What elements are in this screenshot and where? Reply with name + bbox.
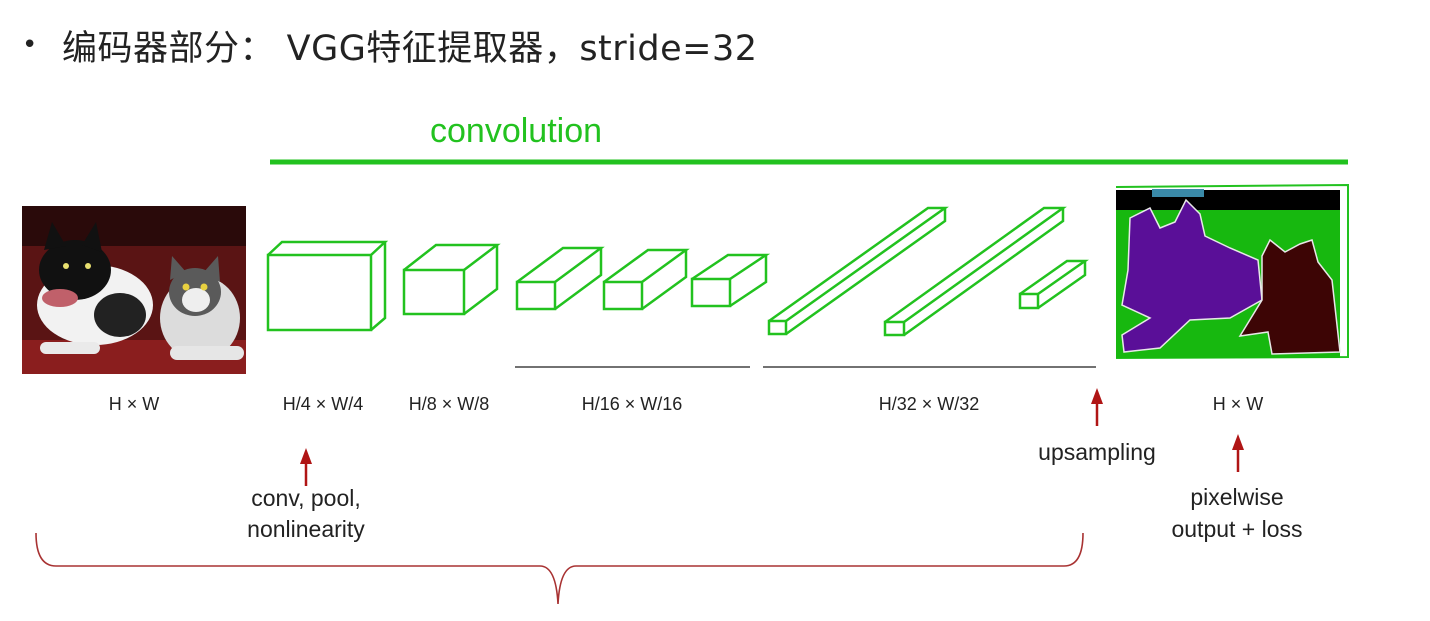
feature-map-h4	[266, 240, 389, 332]
slide-heading: 编码器部分： VGG特征提取器，stride=32	[62, 29, 758, 69]
input-image	[22, 206, 246, 374]
encoder-brace	[35, 532, 1084, 605]
seg-cat-region	[1238, 238, 1341, 355]
feature-map-h16-b	[602, 248, 690, 311]
convolution-label: convolution	[430, 112, 602, 150]
bullet-point: •	[22, 30, 38, 60]
feature-map-h32-b	[883, 206, 1067, 337]
cat-figure	[160, 256, 244, 360]
feature-map-h16-c	[690, 253, 771, 308]
size-label-h16: H/16 × W/16	[582, 394, 683, 414]
annotation-pixelwise-line2: output + loss	[1171, 516, 1302, 542]
size-label-h32: H/32 × W/32	[879, 394, 980, 414]
feature-map-h32-a	[767, 206, 949, 336]
annotation-conv-line1: conv, pool,	[251, 485, 361, 511]
size-label-h8: H/8 × W/8	[409, 394, 490, 414]
feature-map-h16-a	[515, 246, 605, 311]
size-label-input: H × W	[109, 394, 160, 414]
feature-map-h32-c	[1018, 259, 1089, 310]
segmentation-output	[1115, 183, 1349, 359]
feature-map-h8	[402, 243, 501, 316]
dog-figure	[37, 222, 153, 354]
size-label-h4: H/4 × W/4	[283, 394, 364, 414]
arrow-upsampling	[1091, 388, 1103, 426]
arrow-conv	[300, 448, 312, 486]
annotation-conv-line2: nonlinearity	[247, 516, 365, 542]
size-label-output: H × W	[1213, 394, 1264, 414]
arrow-pixelwise	[1232, 434, 1244, 472]
annotation-upsampling: upsampling	[1038, 439, 1156, 465]
annotation-pixelwise-line1: pixelwise	[1190, 484, 1283, 510]
